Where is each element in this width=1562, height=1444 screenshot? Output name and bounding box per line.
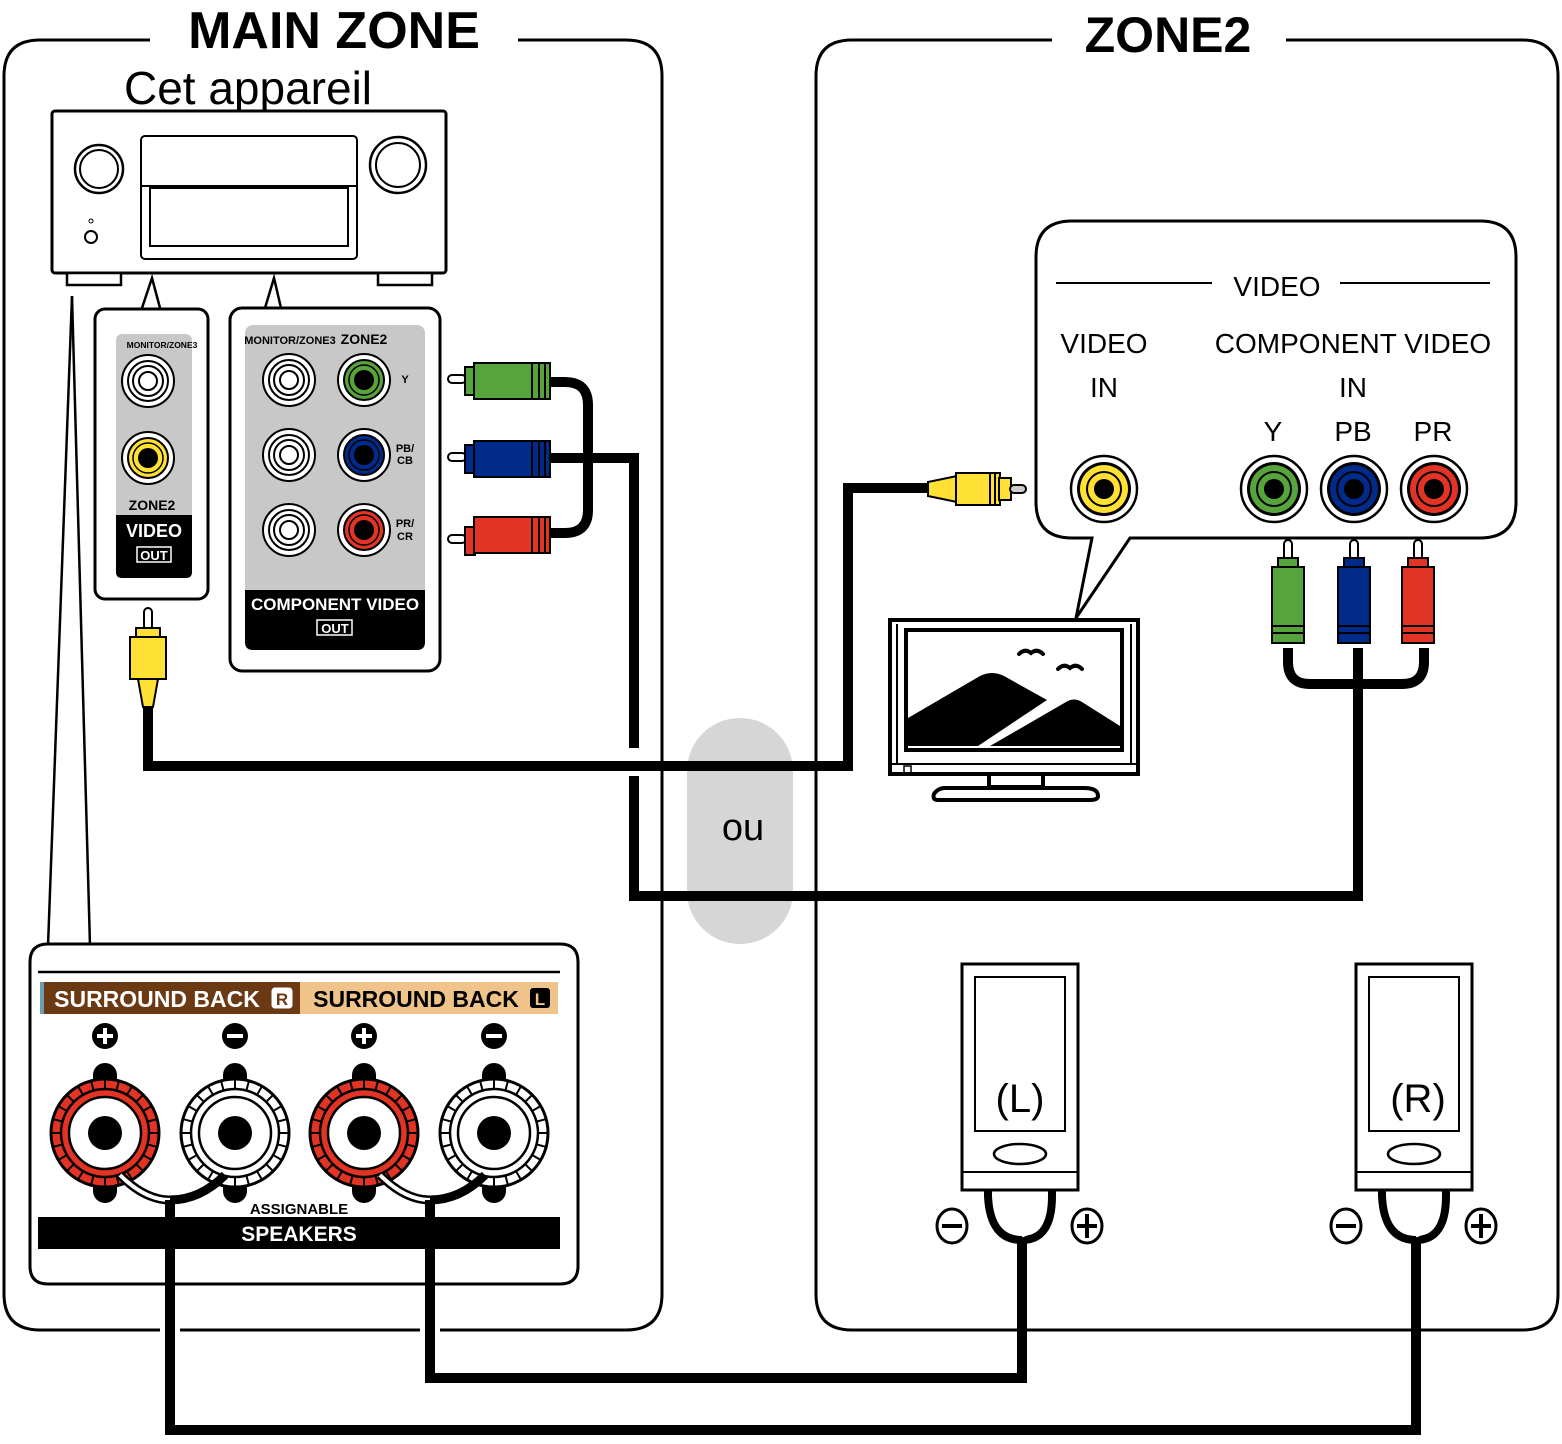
sb-l-plus-terminal[interactable] xyxy=(308,1063,420,1203)
component-y-out-jack[interactable] xyxy=(337,353,391,407)
component-video-title: COMPONENT VIDEO xyxy=(251,595,419,614)
receiver-front xyxy=(50,109,448,287)
component-pb-label-bottom: CB xyxy=(397,455,413,467)
left-speaker-label: (L) xyxy=(996,1077,1045,1121)
tv-pb-label: PB xyxy=(1334,416,1371,447)
sb-r-plus-terminal[interactable] xyxy=(49,1063,161,1203)
plus-icon xyxy=(92,1023,118,1049)
tv-y-in-jack[interactable] xyxy=(1239,454,1309,524)
tv-pr-in-jack[interactable] xyxy=(1399,454,1469,524)
assignable-label: ASSIGNABLE xyxy=(250,1201,348,1218)
minus-icon xyxy=(1329,1207,1363,1245)
receiver-label: Cet appareil xyxy=(124,62,372,114)
tv-component-in-label-line1: COMPONENT VIDEO xyxy=(1215,328,1491,359)
tv-yellow-rca-plug xyxy=(927,472,1027,506)
tv-icon xyxy=(888,618,1140,802)
surround-back-r-badge: R xyxy=(276,990,288,1009)
component-monitor-label: MONITOR/ZONE3 xyxy=(244,335,335,347)
surround-back-l-badge: L xyxy=(535,990,545,1009)
surround-back-l-label: SURROUND BACK xyxy=(313,986,519,1012)
tv-video-group-label: VIDEO xyxy=(1233,271,1320,302)
left-knob-icon xyxy=(73,143,125,195)
or-pill xyxy=(687,718,793,944)
green-rca-plug xyxy=(447,362,551,400)
tv-green-rca-plug xyxy=(1271,539,1305,644)
tv-red-rca-plug xyxy=(1401,539,1435,644)
zone2-frame xyxy=(814,38,1560,1332)
tv-input-callout xyxy=(1034,219,1518,619)
component-monitor-jacks xyxy=(262,353,316,557)
tv-video-in-jack[interactable] xyxy=(1069,454,1139,524)
component-pb-out-jack[interactable] xyxy=(337,428,391,482)
component-pb-label-top: PB/ xyxy=(396,443,414,455)
plus-icon xyxy=(1070,1207,1104,1245)
power-button-icon xyxy=(84,230,98,244)
tv-pb-in-jack[interactable] xyxy=(1319,454,1389,524)
speaker-cables xyxy=(165,1200,1421,1435)
video-monitor-label: MONITOR/ZONE3 xyxy=(127,340,198,350)
speaker-cable-splits xyxy=(116,1171,489,1205)
component-pr-out-jack[interactable] xyxy=(337,503,391,557)
tv-video-in-label-line2: IN xyxy=(1090,372,1118,403)
right-speaker-label: (R) xyxy=(1390,1077,1446,1121)
component-pr-label-top: PR/ xyxy=(396,518,414,530)
video-label: VIDEO xyxy=(126,521,182,541)
right-speaker xyxy=(1329,962,1498,1245)
main-zone-frame xyxy=(2,38,664,1332)
surround-back-r-label: SURROUND BACK xyxy=(54,986,260,1012)
video-zone2-out-jack[interactable] xyxy=(121,431,175,485)
volume-knob-icon xyxy=(368,135,428,195)
yellow-rca-plug xyxy=(129,607,167,708)
callout-pointer xyxy=(263,273,283,309)
component-video-cable xyxy=(550,377,1429,901)
minus-icon xyxy=(481,1023,507,1049)
main-zone-title: MAIN ZONE xyxy=(188,2,480,60)
sb-r-minus-terminal[interactable] xyxy=(179,1063,291,1203)
video-out-badge: OUT xyxy=(140,548,168,563)
red-rca-plug xyxy=(447,516,551,556)
minus-icon xyxy=(935,1207,969,1245)
plus-icon xyxy=(351,1023,377,1049)
video-monitor-jack xyxy=(121,354,175,408)
component-pr-label-bottom: CR xyxy=(397,531,413,543)
tv-blue-rca-plug xyxy=(1337,539,1371,644)
callout-pointer xyxy=(140,273,162,309)
component-zone2-label: ZONE2 xyxy=(341,331,388,347)
tv-video-in-label-line1: VIDEO xyxy=(1060,328,1147,359)
sb-l-minus-terminal[interactable] xyxy=(438,1063,550,1203)
component-out-panel xyxy=(228,306,442,673)
plus-icon xyxy=(1464,1207,1498,1245)
video-zone2-label: ZONE2 xyxy=(129,497,176,513)
tv-component-in-label-line2: IN xyxy=(1339,372,1367,403)
composite-video-cable xyxy=(143,483,930,771)
component-out-badge: OUT xyxy=(321,621,349,636)
zone2-title: ZONE2 xyxy=(1085,7,1252,63)
speakers-label: SPEAKERS xyxy=(241,1223,357,1246)
or-label: ou xyxy=(722,807,764,849)
component-y-label: Y xyxy=(401,374,409,386)
left-speaker xyxy=(935,962,1104,1245)
blue-rca-plug xyxy=(447,440,551,478)
tv-y-label: Y xyxy=(1264,416,1283,447)
minus-icon xyxy=(222,1023,248,1049)
tv-pr-label: PR xyxy=(1414,416,1453,447)
